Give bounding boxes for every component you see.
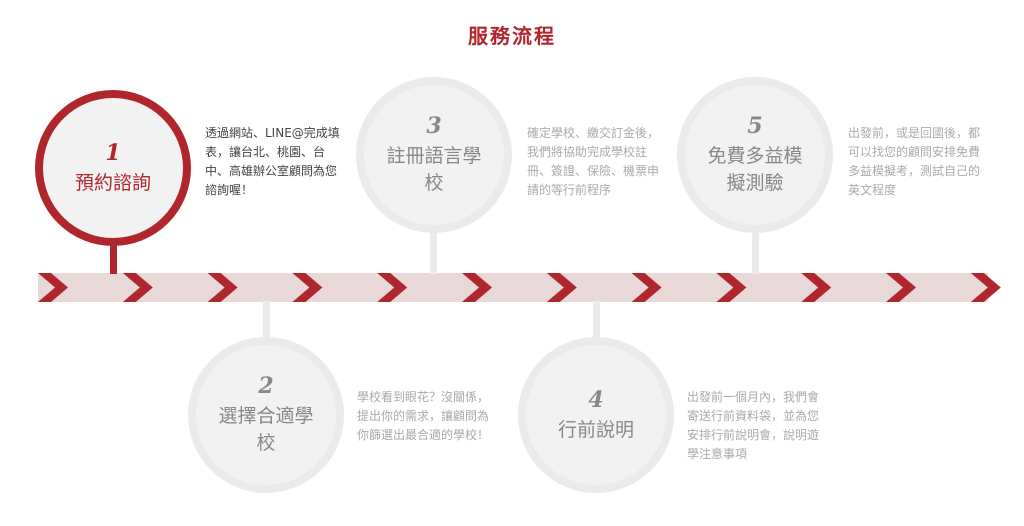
step-4-number: 4 [588,386,604,413]
step-3-circle[interactable]: 3 註冊語言學校 [356,77,512,233]
step-2-stem [263,301,270,346]
chevron-right-icon [377,273,408,302]
step-4-label: 行前說明 [557,418,634,441]
step-5-stem [752,228,759,274]
step-1-description: 透過網站、LINE@完成填表，讓台北、桃園、台中、高雄辦公室顧問為您諮詢喔！ [205,126,340,197]
step-3-label: 註冊語言學校 [386,145,482,194]
chevron-right-icon [886,273,916,302]
timeline-bar [38,273,988,302]
step-2-circle[interactable]: 2 選擇合適學校 [188,337,344,493]
step-2-label: 選擇合適學校 [218,405,314,454]
page-title: 服務流程 [468,24,556,48]
chevron-right-icon [631,273,662,302]
chevron-right-icon [38,273,68,302]
step-4-stem [593,301,600,346]
chevron-right-icon [462,273,492,302]
step-1-number: 1 [105,139,121,166]
chevron-right-icon [546,273,577,302]
chevron-right-icon [801,273,832,302]
step-5-description: 出發前，或是回國後，都可以找您的顧問安排免費多益模擬考，測試自己的英文程度 [848,126,981,197]
chevron-right-icon [292,273,323,302]
step-1-label: 預約諮詢 [74,171,151,194]
step-5-number: 5 [747,113,763,139]
chevron-right-icon [970,273,1001,302]
step-3-number: 3 [426,113,442,139]
step-4-description: 出發前一個月內，我們會寄送行前資料袋，並為您安排行前說明會，說明遊學注意事項 [687,390,820,461]
step-4-circle[interactable]: 4 行前說明 [518,337,674,493]
step-2-description: 學校看到眼花？沒關係，提出你的需求，讓顧問為你篩選出最合適的學校！ [357,390,490,442]
step-5-label: 免費多益模擬測驗 [707,145,803,194]
chevron-right-icon [207,273,238,302]
chevron-right-icon [716,273,747,302]
chevron-right-icon [122,273,153,302]
step-1-circle[interactable]: 1 預約諮詢 [35,90,191,246]
step-1-stem [110,228,117,274]
step-3-description: 確定學校、繳交訂金後，我們將協助完成學校註冊、簽證、保險、機票申請的等行前程序 [527,126,660,197]
step-2-number: 2 [258,373,274,399]
step-3-stem [430,228,437,274]
step-5-circle[interactable]: 5 免費多益模擬測驗 [677,77,833,233]
